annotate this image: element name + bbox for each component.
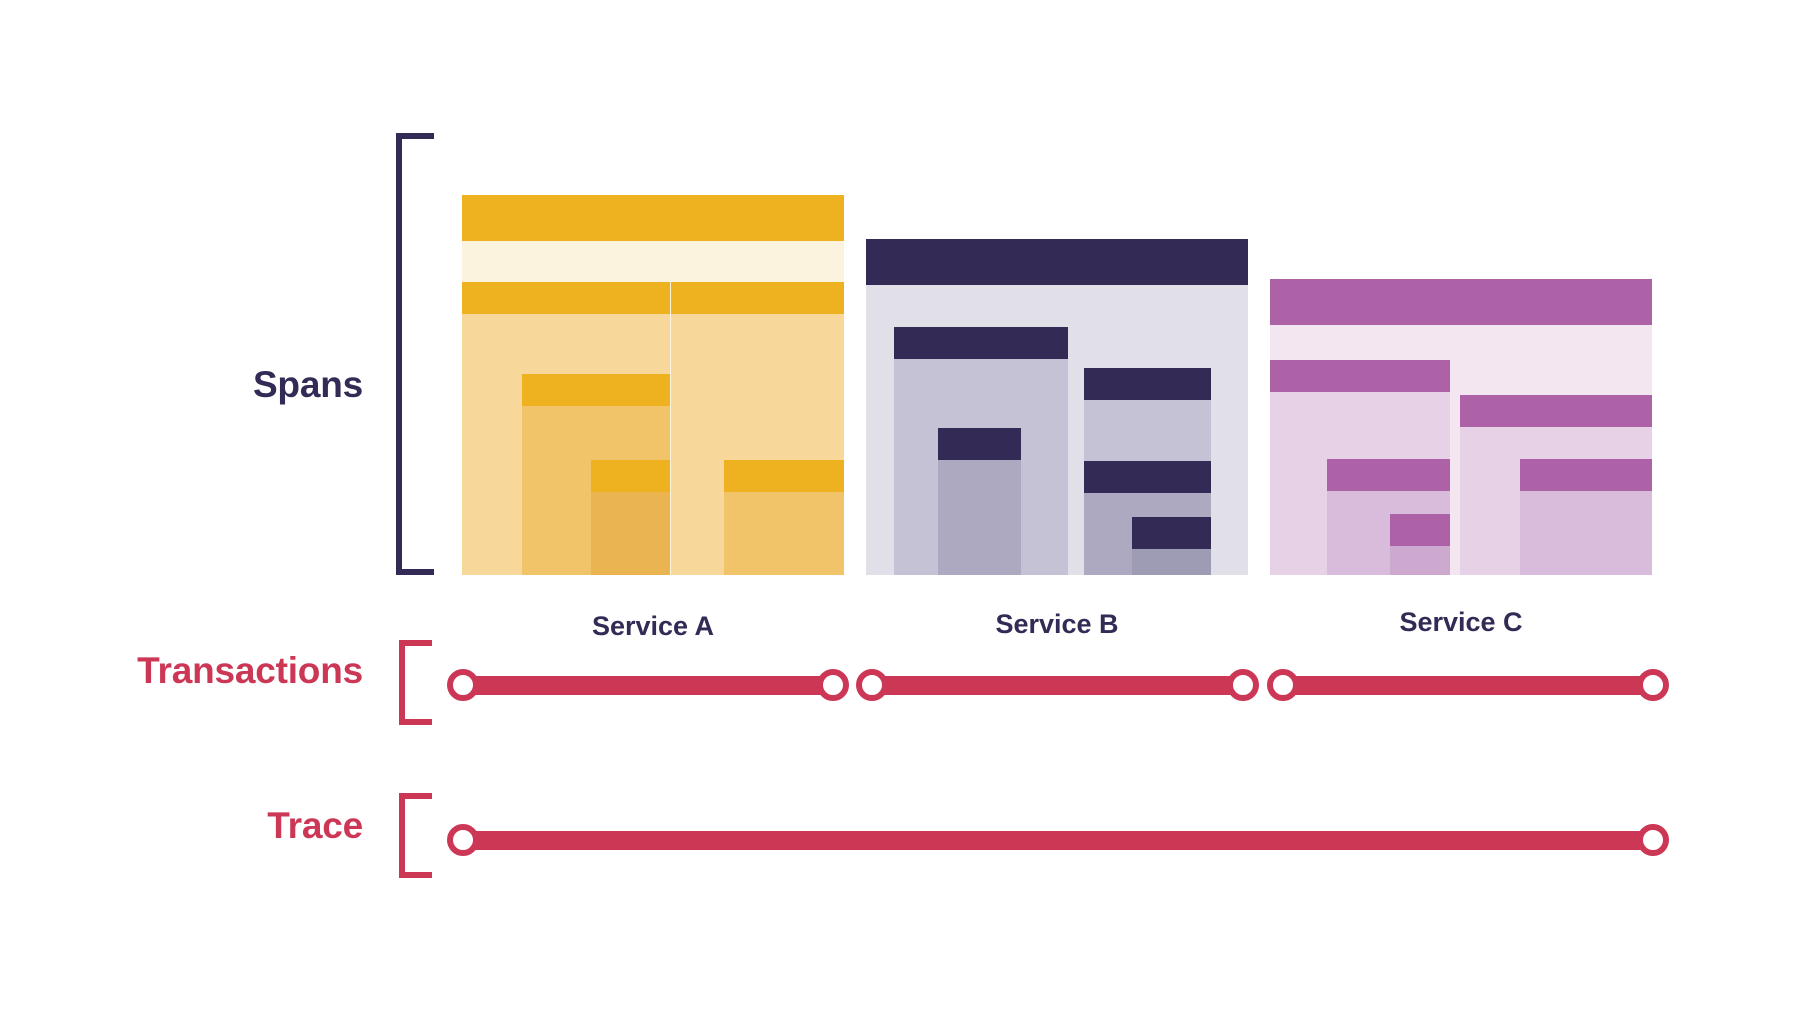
transaction-start-node[interactable] [447,669,479,701]
span-head [1084,368,1211,400]
service-caption-2: Service B [995,609,1119,639]
bracket-spans [396,133,434,575]
trace-start-node[interactable] [447,824,479,856]
transaction-end-node[interactable] [1637,669,1669,701]
span-head [1390,514,1450,546]
span-head [591,460,670,492]
service-group-3 [1270,0,1652,575]
span-head [1270,279,1652,325]
bracket-trace [399,793,432,878]
span-head [462,195,844,241]
transaction-end-node[interactable] [817,669,849,701]
span-head [1460,395,1652,427]
span-head [522,374,670,406]
service-caption-3: Service C [1399,607,1523,637]
row-label-transactions: Transactions [137,650,363,691]
trace-end-node[interactable] [1637,824,1669,856]
transaction-track[interactable] [872,676,1243,695]
service-group-1 [462,0,844,575]
span-bar[interactable] [1520,459,1652,575]
span-bar[interactable] [938,428,1021,575]
span-head [1327,459,1450,491]
span-head [1132,517,1211,549]
span-bar[interactable] [591,460,670,575]
transaction-start-node[interactable] [1267,669,1299,701]
transaction-end-node[interactable] [1227,669,1259,701]
transaction-start-node[interactable] [856,669,888,701]
bracket-transactions [399,640,432,725]
spans-area [462,0,1652,575]
transaction-track[interactable] [463,676,833,695]
span-bar[interactable] [1390,514,1450,575]
span-head [1520,459,1652,491]
span-head [938,428,1021,460]
row-label-spans: Spans [252,364,363,405]
span-head [894,327,1068,359]
row-label-trace: Trace [267,805,363,846]
service-group-2 [866,0,1248,575]
transaction-track[interactable] [1283,676,1653,695]
span-head [462,282,670,314]
span-head [866,239,1248,285]
span-bar[interactable] [1132,517,1211,575]
span-head [1270,360,1450,392]
span-head [724,460,844,492]
span-head [1084,461,1211,493]
span-bar[interactable] [724,460,844,575]
service-caption-1: Service A [591,611,715,641]
trace-track[interactable] [463,831,1653,850]
span-head [671,282,844,314]
